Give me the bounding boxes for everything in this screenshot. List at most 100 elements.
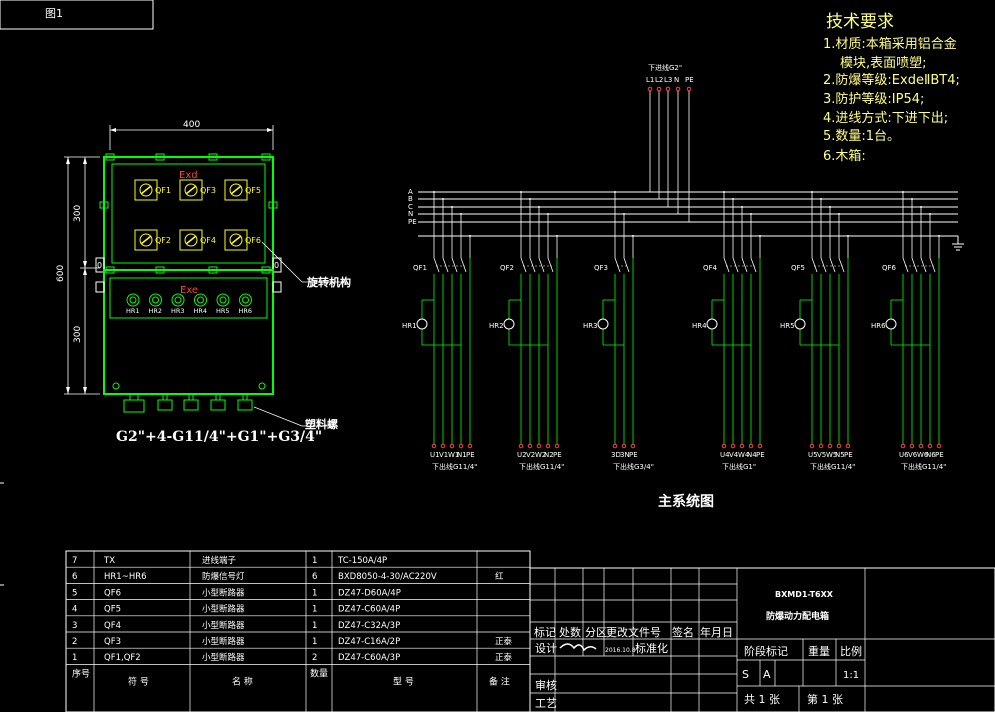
bolt [99,201,109,209]
scale-value: 1:1 [843,670,859,681]
bom-cell-note: 正泰 [495,636,513,647]
breaker-module [134,179,158,201]
branch-qf-label: QF2 [500,264,514,272]
branch-terminal-label: PE [466,451,475,459]
tech-line-7: 6.木箱: [823,148,866,164]
bom-cell-no: 6 [72,572,77,582]
bom-cell-code: QF6 [104,588,121,598]
bom-cell-name: 小型断路器 [202,587,245,598]
bom-header-model: 型 号 [393,676,414,687]
bom-cell-model: BXD8050-4-30/AC220V [338,572,437,582]
branch-terminal-label: U6 [899,451,909,459]
bus-label: A [408,188,413,196]
bom-cell-no: 1 [72,653,77,663]
bom-cell-no: 2 [72,637,77,647]
bom-cell-code: QF4 [104,621,121,631]
handle-right-label: 0 [274,261,279,270]
stage-mark-label: 阶段标记 [744,644,788,658]
branch-terminal-label: W1 [448,451,459,459]
branch-lamp [885,318,897,330]
branch-terminal-label: W5 [826,451,837,459]
branch-outlet-label: 下出线G11/4" [432,462,477,471]
rev-header-zone: 分区 [585,626,607,639]
bom-cell-no: 4 [72,605,77,615]
rev-header-sign: 签名 [672,625,694,639]
dim-height-total: 600 [56,265,66,282]
branch-lamp [416,318,428,330]
branch-terminal-label: V6 [908,451,918,459]
breaker-module [179,179,203,201]
lamp-label: HR2 [149,307,163,315]
branch-hr-label: HR3 [583,322,598,330]
check-label: 审核 [535,678,557,692]
branch-terminal-label: PE [629,451,638,459]
bolt [261,153,271,161]
stage-a: A [763,668,771,681]
signal-lamp [216,293,230,307]
branch-terminal-label: PE [756,451,765,459]
product-code: BXMD1-T6XX [775,590,834,599]
scale-label: 比例 [840,644,862,658]
standardize-label: 标准化 [635,641,668,655]
breaker-module [224,179,248,201]
bom-header-note: 备 注 [489,675,510,687]
branch-terminal-label: V2 [526,451,535,459]
exe-label: Exe [180,285,198,296]
exd-label: Exd [179,170,198,181]
breaker-label: QF6 [245,236,261,245]
bom-cell-code: QF1,QF2 [104,653,141,663]
bom-cell-code: QF5 [104,605,121,615]
dim-height-top: 300 [73,205,83,222]
bus-label: N [408,210,413,218]
tech-line-6: 5.数量:1台。 [823,129,900,144]
branch-hr-label: HR6 [871,322,886,330]
branch-hr-label: HR5 [780,322,795,330]
breaker-module [224,229,248,251]
bom-cell-name: 防爆信号灯 [202,571,245,582]
callout-mechanism: 旋转机构 [306,275,351,289]
bom-cell-code: HR1~HR6 [104,572,147,582]
schematic-title: 主系统图 [658,493,714,510]
signal-lamp [149,293,162,307]
incoming-terminal-label: L3 [664,76,672,84]
bom-cell-qty: 2 [312,653,317,663]
bom-cell-name: 小型断路器 [202,604,245,615]
bom-cell-note: 红 [495,571,504,582]
sheet-label-box: 图1 [0,0,154,30]
branch-terminal-label: W6 [917,451,929,459]
lamp-label: HR3 [171,307,185,315]
dim-height-bottom: 300 [73,326,83,343]
breaker-module [134,229,158,251]
rev-header-date: 年月日 [700,625,733,639]
breaker-label: QF4 [200,236,216,245]
branch-terminal-label: W4 [738,451,750,459]
bom-cell-qty: 1 [312,637,317,647]
lamp-label: HR1 [126,307,140,315]
branch-lamp [503,318,515,330]
rev-header-doc: 更改文件号 [606,625,661,639]
branch-terminal-label: 3D [611,451,621,459]
lamp-label: HR4 [194,307,208,315]
dim-width: 400 [183,120,200,130]
bom-cell-no: 7 [72,556,77,566]
bom-cell-note: 正泰 [495,652,513,663]
bom-cell-qty: 1 [312,605,317,615]
bus-label: PE [408,218,417,226]
breaker-module [179,229,203,251]
branch-outlet-label: 下出线G11/4" [519,462,564,471]
branch-outlet-label: 下出线G11/4" [810,462,855,471]
bom-cell-code: TX [103,556,115,566]
handle-left-label: 0 [97,261,102,270]
branch-qf-label: QF4 [703,264,718,272]
tech-line-1: 1.材质:本箱采用铝合金 [823,36,957,52]
callout-gland: 塑料螺 [305,417,338,431]
signal-lamp [126,293,140,307]
signal-lamp [171,293,185,307]
branch-hr-label: HR4 [692,322,707,330]
branch-terminal-label: V4 [729,451,739,459]
bom-cell-model: DZ47-C60A/3P [338,653,400,663]
